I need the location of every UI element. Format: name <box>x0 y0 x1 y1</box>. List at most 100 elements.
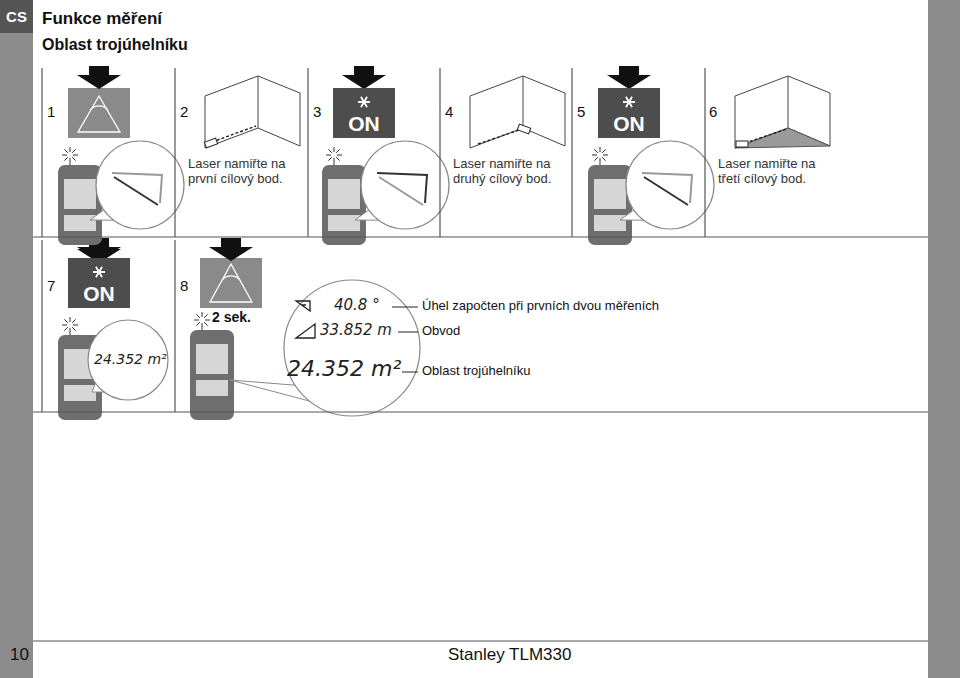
room-sketch <box>745 129 787 143</box>
step-number: 6 <box>709 103 717 120</box>
meter-screen <box>594 179 626 209</box>
laser-star <box>602 149 606 153</box>
page-frame <box>439 68 440 237</box>
room-sketch <box>735 128 830 148</box>
room-sketch <box>470 76 565 148</box>
meter-body <box>322 165 366 245</box>
page-frame <box>928 0 960 678</box>
meter-body <box>588 165 632 245</box>
annotation: Obvod <box>422 324 460 339</box>
laser-star <box>70 333 71 335</box>
laser-star <box>202 328 203 330</box>
laser-star <box>62 325 67 326</box>
page-frame <box>0 0 33 678</box>
press-arrow <box>77 66 121 89</box>
display-value: 24.352 m² <box>94 351 167 367</box>
press-arrow <box>209 238 253 261</box>
press-arrow <box>607 66 651 89</box>
node-text: CS <box>6 8 27 25</box>
laser-star <box>64 319 68 323</box>
meter-screen <box>328 179 360 209</box>
room-sketch <box>735 76 830 148</box>
language-tab: CS <box>0 0 33 33</box>
sketch-line <box>379 177 423 205</box>
laser-star <box>62 155 67 156</box>
room-sketch <box>212 126 256 142</box>
laser-star <box>72 319 76 323</box>
laser-star <box>205 320 210 321</box>
hold-time: 2 sek. <box>212 309 251 325</box>
annotation: Úhel započten při prvních dvou měřeních <box>422 299 659 314</box>
display-value: 40.8 ° <box>334 297 380 314</box>
laser-star <box>72 157 76 161</box>
laser-star <box>626 97 632 107</box>
page-number: 10 <box>10 645 29 665</box>
laser-star <box>72 149 76 153</box>
laser-star <box>202 312 203 317</box>
zoom-bubble <box>90 141 184 229</box>
page-frame <box>174 68 175 237</box>
triangle-button <box>78 96 120 132</box>
page-title: Funkce měření <box>42 9 162 29</box>
laser-star <box>73 325 78 326</box>
laser-star <box>334 147 335 152</box>
step-number: 2 <box>180 103 188 120</box>
meter-key <box>594 215 626 231</box>
meter-key <box>196 380 228 396</box>
sketch-line <box>377 173 427 203</box>
perimeter-icon <box>296 324 315 338</box>
laser-star <box>602 157 606 161</box>
zoom-bubble <box>88 320 168 400</box>
laser-star <box>96 267 102 277</box>
page-frame <box>33 411 928 412</box>
laser-star <box>196 322 200 326</box>
laser-star <box>594 157 598 161</box>
laser-star <box>70 163 71 165</box>
bubble-circle <box>626 141 714 229</box>
leader-line <box>392 307 418 308</box>
meter-key <box>64 215 96 231</box>
leader-line <box>398 332 418 333</box>
triangle-button <box>68 88 130 138</box>
instruction-text: Laser namiřte na třetí cílový bod. <box>718 157 830 187</box>
room-sketch <box>478 129 522 144</box>
node-text: ON <box>613 112 645 136</box>
laser-star <box>336 149 340 153</box>
laser-star <box>70 147 71 152</box>
laser-star <box>73 155 78 156</box>
meter-body <box>58 165 102 245</box>
room-sketch <box>212 126 787 144</box>
laser-star <box>204 322 208 326</box>
room-sketch <box>736 141 748 147</box>
on-button: ON <box>333 88 395 138</box>
laser-star <box>361 97 367 107</box>
laser-star <box>70 317 71 322</box>
sketch-line <box>112 173 162 203</box>
page-frame <box>41 68 42 237</box>
instruction-text: Laser namiřte na první cílový bod. <box>188 157 300 187</box>
laser-star <box>600 147 601 152</box>
node-text: ON <box>83 282 115 306</box>
on-button: ON <box>598 88 660 138</box>
angle-icon <box>296 301 310 311</box>
triangle-button <box>222 276 240 280</box>
triangle-button <box>200 258 262 308</box>
press-arrow <box>342 66 386 89</box>
display-value: 24.352 m² <box>287 356 401 381</box>
step-number: 5 <box>577 103 585 120</box>
instruction-text: Laser namiřte na druhý cílový bod. <box>453 157 565 187</box>
page-frame <box>174 240 175 412</box>
sketch-line <box>644 177 688 205</box>
room-sketch <box>205 76 300 148</box>
laser-star <box>603 155 608 156</box>
room-sketch <box>204 138 217 148</box>
page-frame <box>704 68 705 237</box>
bubble-circle <box>88 320 168 400</box>
meter-key <box>328 215 360 231</box>
sketch-line <box>114 177 158 205</box>
laser-star <box>204 314 208 318</box>
laser-star <box>600 158 601 163</box>
laser-star <box>196 314 200 318</box>
annotation: Oblast trojúhelníku <box>422 364 530 379</box>
